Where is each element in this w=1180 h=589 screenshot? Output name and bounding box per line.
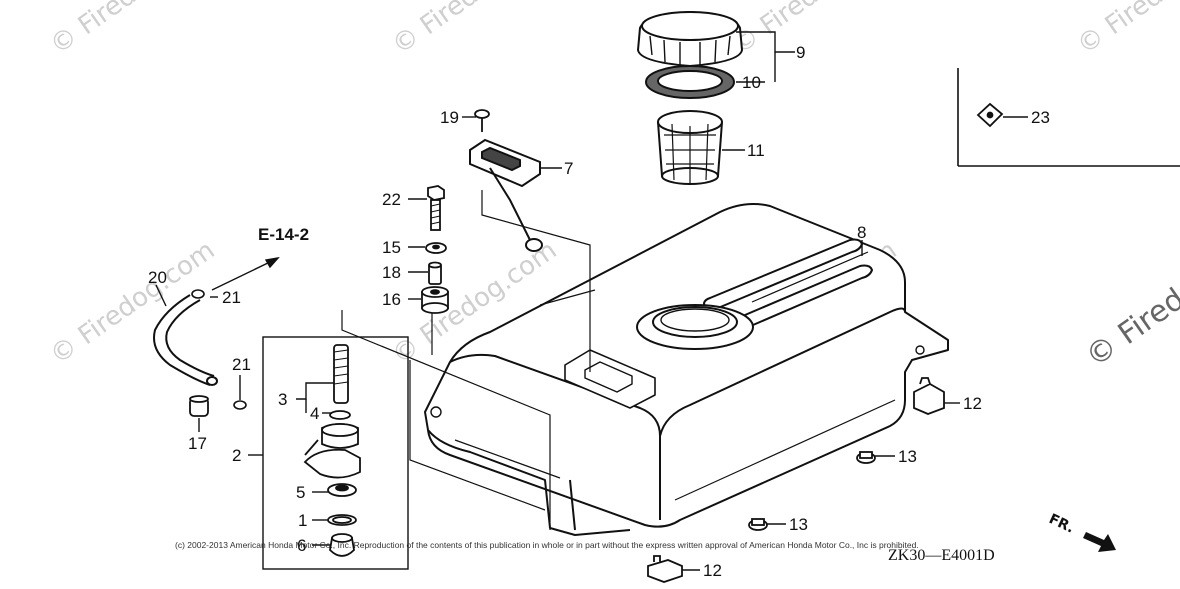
copyright-notice: (c) 2002-2013 American Honda Motor Co., … xyxy=(175,540,919,550)
label-part-9: 9 xyxy=(796,43,805,62)
fuel-valve xyxy=(303,344,361,557)
leader-lines xyxy=(155,31,1028,571)
watermark-1: © Firedog.com xyxy=(45,0,221,61)
gauge-screw xyxy=(474,109,490,132)
tube-sleeve xyxy=(189,395,209,417)
label-part-16: 16 xyxy=(382,290,401,309)
cap-gasket xyxy=(645,65,735,99)
label-part-3: 3 xyxy=(278,390,287,409)
label-part-2: 2 xyxy=(232,446,241,465)
inset-frame xyxy=(957,68,1180,167)
label-part-10: 10 xyxy=(742,73,761,92)
part-labels: 9 10 11 7 19 22 15 18 16 8 23 12 13 13 1… xyxy=(148,43,1050,580)
rubber-mount xyxy=(421,286,449,314)
label-part-7: 7 xyxy=(564,159,573,178)
watermark-4: © Firedog.com xyxy=(1072,0,1180,61)
small-clip xyxy=(976,102,1004,128)
diagram-code: ZK30—E4001D xyxy=(888,547,995,564)
label-part-13-upper: 13 xyxy=(898,447,917,466)
fuel-tube xyxy=(153,294,218,386)
mount-bolt xyxy=(427,185,445,231)
label-part-18: 18 xyxy=(382,263,401,282)
tank-mounts xyxy=(647,377,945,583)
label-part-22: 22 xyxy=(382,190,401,209)
fuel-tank xyxy=(424,203,949,536)
label-part-23: 23 xyxy=(1031,108,1050,127)
washer xyxy=(425,242,447,254)
front-direction-label: FR. xyxy=(1046,511,1076,536)
label-part-12-lower: 12 xyxy=(703,561,722,580)
reference-arrow xyxy=(211,256,280,291)
assembly-lines xyxy=(341,190,596,530)
label-part-12-upper: 12 xyxy=(963,394,982,413)
fuel-valve-box xyxy=(262,336,409,570)
label-part-21-upper: 21 xyxy=(222,288,241,307)
front-direction-arrow-icon xyxy=(1083,532,1116,552)
label-part-21-lower: 21 xyxy=(232,355,251,374)
label-part-1: 1 xyxy=(298,511,307,530)
flange-nuts xyxy=(748,451,876,531)
label-part-19: 19 xyxy=(440,108,459,127)
tube-clips xyxy=(191,289,247,410)
fuel-strainer xyxy=(657,110,723,185)
label-part-15: 15 xyxy=(382,238,401,257)
label-part-4: 4 xyxy=(310,404,319,423)
label-part-17: 17 xyxy=(188,434,207,453)
watermark-2: © Firedog.com xyxy=(387,0,563,61)
reference-label: E-14-2 xyxy=(258,225,309,244)
label-part-20: 20 xyxy=(148,268,167,287)
label-part-8: 8 xyxy=(857,223,866,242)
label-part-6: 6 xyxy=(297,536,306,555)
filler-cap xyxy=(636,10,744,68)
watermark-8: © Firedog xyxy=(1080,260,1180,374)
watermark-3: © Firedog.com xyxy=(727,0,903,61)
collar xyxy=(428,261,442,285)
label-part-11: 11 xyxy=(747,141,765,160)
fuel-gauge xyxy=(469,138,543,252)
front-direction-indicator: FR. xyxy=(1046,511,1116,552)
label-part-13-lower: 13 xyxy=(789,515,808,534)
label-part-5: 5 xyxy=(296,483,305,502)
